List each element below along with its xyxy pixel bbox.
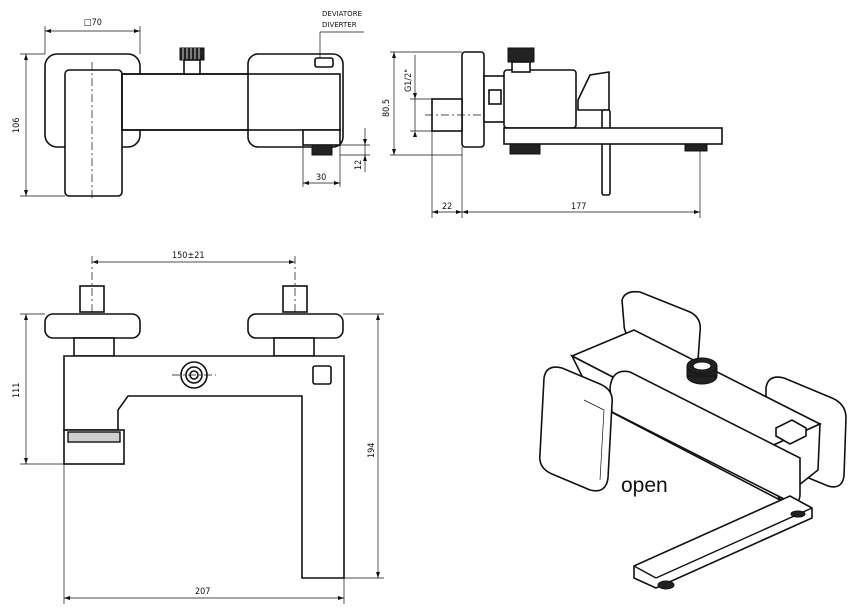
dim-12: 12 (354, 160, 364, 170)
front-body (63, 355, 345, 579)
top-knob (179, 47, 205, 75)
side-spout (503, 127, 723, 145)
diverter-label-it: DEVIATORE (322, 10, 362, 18)
dim-22: 22 (442, 202, 452, 212)
side-body (503, 69, 577, 129)
iso-handle (538, 366, 614, 492)
diverter-button (314, 57, 334, 68)
dim-106: 106 (12, 118, 22, 133)
top-spout-outlet (302, 129, 341, 146)
iso-spout (633, 495, 813, 589)
front-diverter (312, 365, 332, 385)
iso-knob (686, 357, 718, 385)
iso-view: open (538, 290, 847, 590)
dim-80-5: 80.5 (382, 99, 392, 117)
diverter-label-en: DIVERTER (322, 21, 357, 29)
dim-square-70: □70 (84, 18, 102, 28)
side-view: G1/2" 80.5 22 177 (382, 47, 723, 218)
iso-caption: open (621, 474, 668, 497)
dim-111: 111 (12, 383, 22, 398)
top-handle (64, 69, 123, 197)
dim-30: 30 (316, 173, 326, 183)
dim-thread: G1/2" (404, 69, 414, 92)
dim-177: 177 (571, 202, 586, 212)
front-left-flange (44, 313, 141, 339)
dim-207: 207 (195, 587, 210, 597)
dim-194: 194 (367, 443, 377, 458)
front-right-flange (247, 313, 344, 339)
dim-150-21: 150±21 (172, 251, 205, 261)
top-view: DEVIATORE DIVERTER □70 106 30 12 (12, 10, 370, 200)
top-right-flange (247, 53, 344, 148)
side-handle (577, 71, 610, 111)
side-wall-plate (461, 51, 485, 148)
front-view: 150±21 111 194 207 (12, 251, 384, 604)
